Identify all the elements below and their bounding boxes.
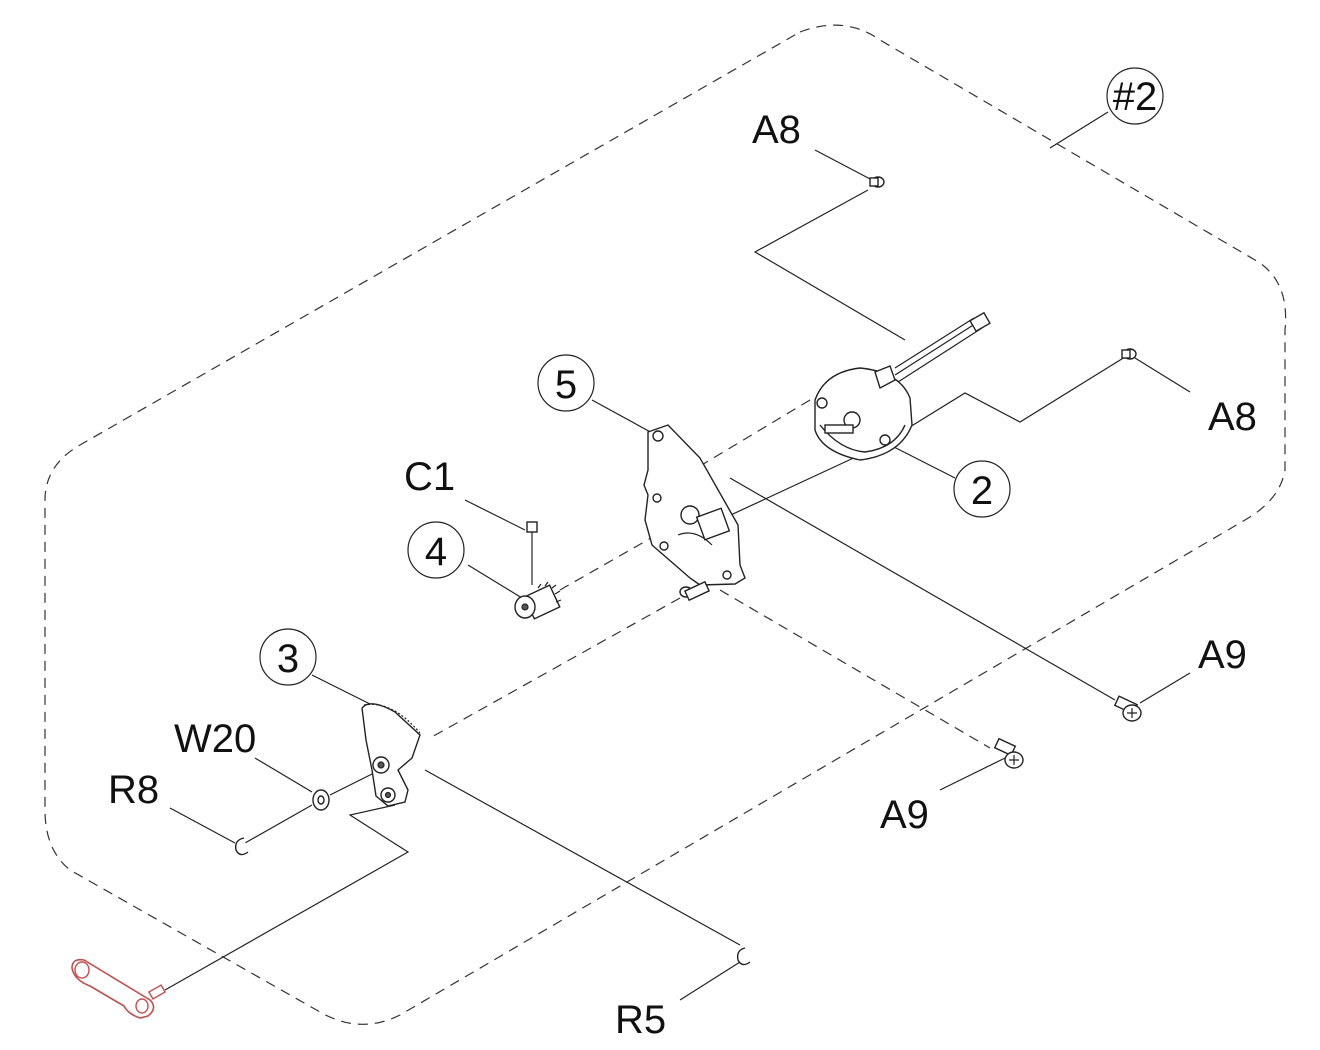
callout-2: 2 (953, 460, 1011, 518)
label-r8: R8 (108, 768, 159, 812)
screw-a9-right (1113, 695, 1142, 722)
callout-5: 5 (537, 354, 595, 412)
screw-a8-right (1121, 348, 1137, 360)
gear-part-4 (514, 581, 562, 620)
sector-lever-part-3 (361, 703, 421, 807)
label-w20: W20 (174, 717, 256, 761)
screw-a8-top (869, 176, 885, 188)
label-a8-top: A8 (752, 108, 801, 152)
assembly-boundary (44, 24, 1287, 1025)
washer-w20 (312, 789, 330, 811)
svg-text:5: 5 (555, 363, 577, 407)
svg-text:2: 2 (971, 469, 993, 513)
motor-part-2 (814, 311, 991, 461)
label-a9-mid: A9 (880, 793, 929, 837)
e-ring-r5 (736, 947, 751, 966)
label-a8-right: A8 (1208, 395, 1257, 439)
svg-text:#2: #2 (1113, 75, 1158, 119)
svg-text:4: 4 (425, 530, 447, 574)
external-link-part (71, 958, 167, 1019)
label-c1: C1 (404, 455, 455, 499)
label-r5: R5 (615, 998, 666, 1042)
svg-text:3: 3 (277, 637, 299, 681)
set-screw-c1 (526, 521, 538, 533)
screw-a9-mid (993, 737, 1024, 769)
e-ring-r8 (234, 837, 249, 856)
bracket-part-5 (643, 424, 746, 602)
callout-4: 4 (407, 521, 465, 579)
callout-3: 3 (259, 628, 317, 686)
assembly-callout: #2 (1049, 67, 1164, 149)
label-a9-right: A9 (1198, 633, 1247, 677)
